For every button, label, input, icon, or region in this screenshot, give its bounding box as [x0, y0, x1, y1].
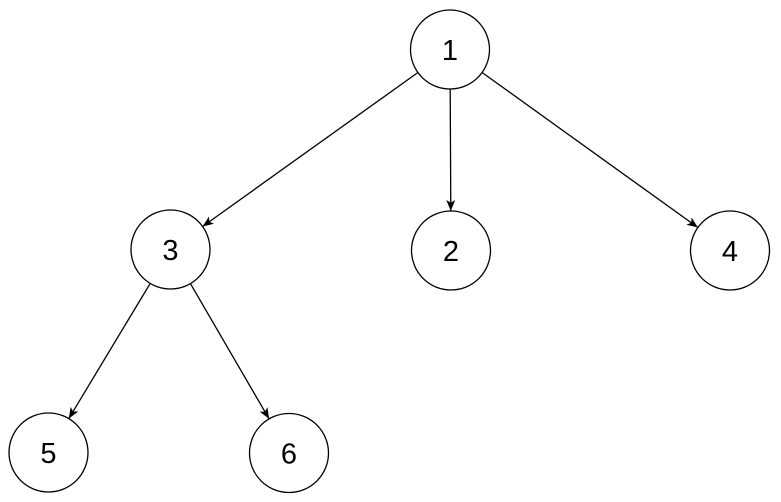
- tree-node-5[interactable]: 5: [8, 412, 89, 493]
- node-circle[interactable]: [409, 9, 491, 90]
- edge-1-3[interactable]: [202, 71, 419, 228]
- node-circle[interactable]: [410, 210, 492, 291]
- tree-node-4[interactable]: 4: [689, 210, 771, 291]
- edge-1-4[interactable]: [481, 71, 699, 229]
- tree-node-1[interactable]: 1: [409, 9, 491, 90]
- tree-node-6[interactable]: 6: [248, 412, 330, 494]
- node-label: 4: [722, 236, 738, 268]
- tree-node-3[interactable]: 3: [130, 209, 211, 290]
- node-label: 3: [162, 235, 178, 267]
- tree-node-2[interactable]: 2: [410, 210, 492, 291]
- node-label: 6: [281, 438, 297, 470]
- edges-layer: [68, 71, 699, 420]
- node-circle[interactable]: [248, 412, 330, 494]
- node-circle[interactable]: [689, 210, 771, 291]
- node-label: 5: [40, 438, 56, 470]
- nodes-layer: 1 3 2 4 5 6: [8, 9, 771, 494]
- edge-1-2[interactable]: [446, 88, 456, 212]
- node-label: 2: [443, 236, 459, 268]
- node-circle[interactable]: [8, 412, 89, 493]
- edge-3-6[interactable]: [189, 283, 270, 420]
- node-label: 1: [442, 35, 458, 67]
- node-circle[interactable]: [130, 209, 211, 290]
- edge-3-5[interactable]: [68, 283, 151, 419]
